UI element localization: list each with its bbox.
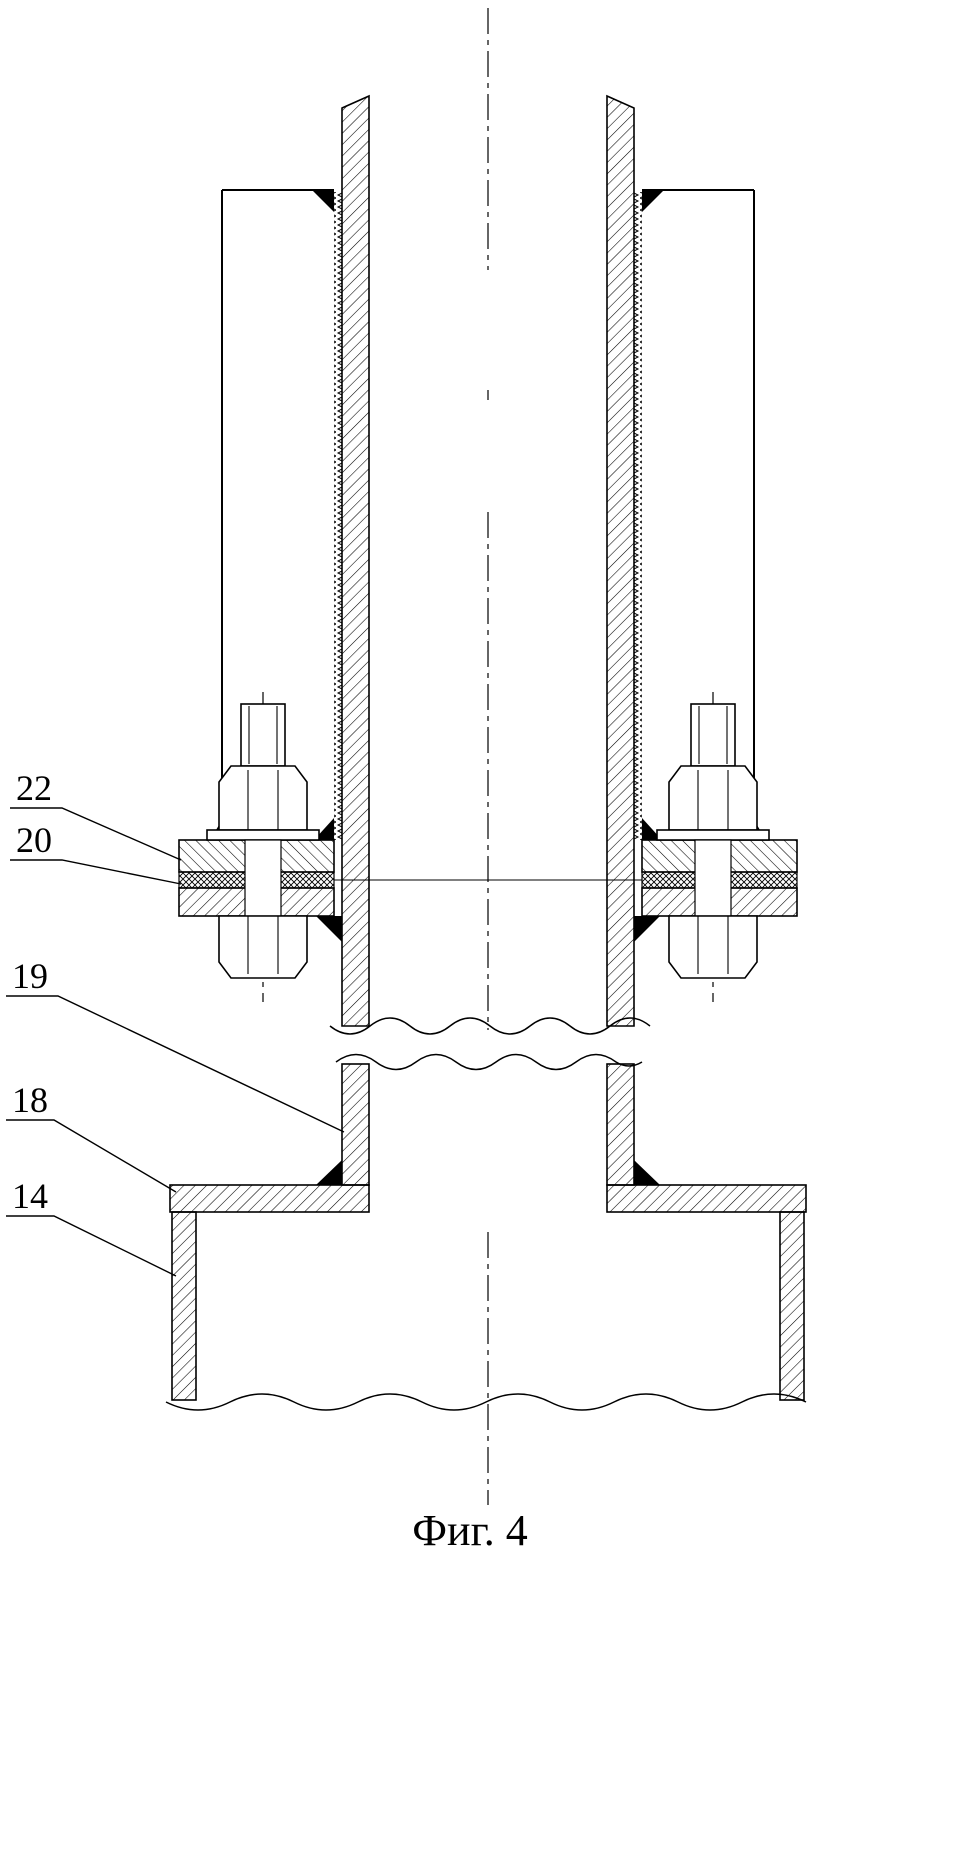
- lower-pipe-right-wall: [779, 1211, 805, 1401]
- ref-number-14: 14: [12, 1176, 48, 1216]
- weld-mark: [316, 916, 342, 942]
- ref-number-19: 19: [12, 956, 48, 996]
- weld-mark: [634, 1160, 660, 1185]
- leader-line-14: [6, 1215, 177, 1277]
- flange-plate: [169, 1160, 807, 1213]
- lower-pipe-left-wall: [171, 1211, 197, 1401]
- weld-mark: [312, 190, 334, 212]
- leader-line-19: [6, 995, 345, 1133]
- ref-label-14: 14: [6, 1176, 177, 1277]
- ref-number-18: 18: [12, 1080, 48, 1120]
- lower-pipe: [165, 1211, 807, 1411]
- leader-line-22: [10, 807, 182, 861]
- break-line-stub-top: [335, 1053, 643, 1071]
- stub-left-wall: [341, 1063, 370, 1186]
- ref-number-20: 20: [16, 820, 52, 860]
- weld-mark: [316, 1160, 342, 1185]
- ref-label-19: 19: [6, 956, 345, 1133]
- lower-stub-pipe: [335, 1053, 643, 1186]
- leader-line-18: [6, 1119, 177, 1193]
- leader-line-20: [10, 859, 182, 885]
- weld-mark: [642, 190, 664, 212]
- break-line-upper-pipe: [329, 1017, 651, 1035]
- upper-pipe-right-wall: [606, 94, 635, 1027]
- upper-pipe-left-wall: [341, 94, 370, 1027]
- ref-label-22: 22: [10, 768, 182, 861]
- ref-label-20: 20: [10, 820, 182, 885]
- thread-serration-right: [634, 192, 642, 840]
- stub-right-wall: [606, 1063, 635, 1186]
- flange-plate-left-section: [169, 1184, 370, 1213]
- weld-mark: [634, 916, 660, 942]
- break-line-lower-pipe: [165, 1393, 807, 1411]
- ref-label-18: 18: [6, 1080, 177, 1193]
- flange-plate-right-section: [606, 1184, 807, 1213]
- upper-pipe: [334, 94, 642, 1027]
- figure-caption: Фиг. 4: [412, 1506, 527, 1555]
- thread-serration-left: [334, 192, 342, 840]
- ref-number-22: 22: [16, 768, 52, 808]
